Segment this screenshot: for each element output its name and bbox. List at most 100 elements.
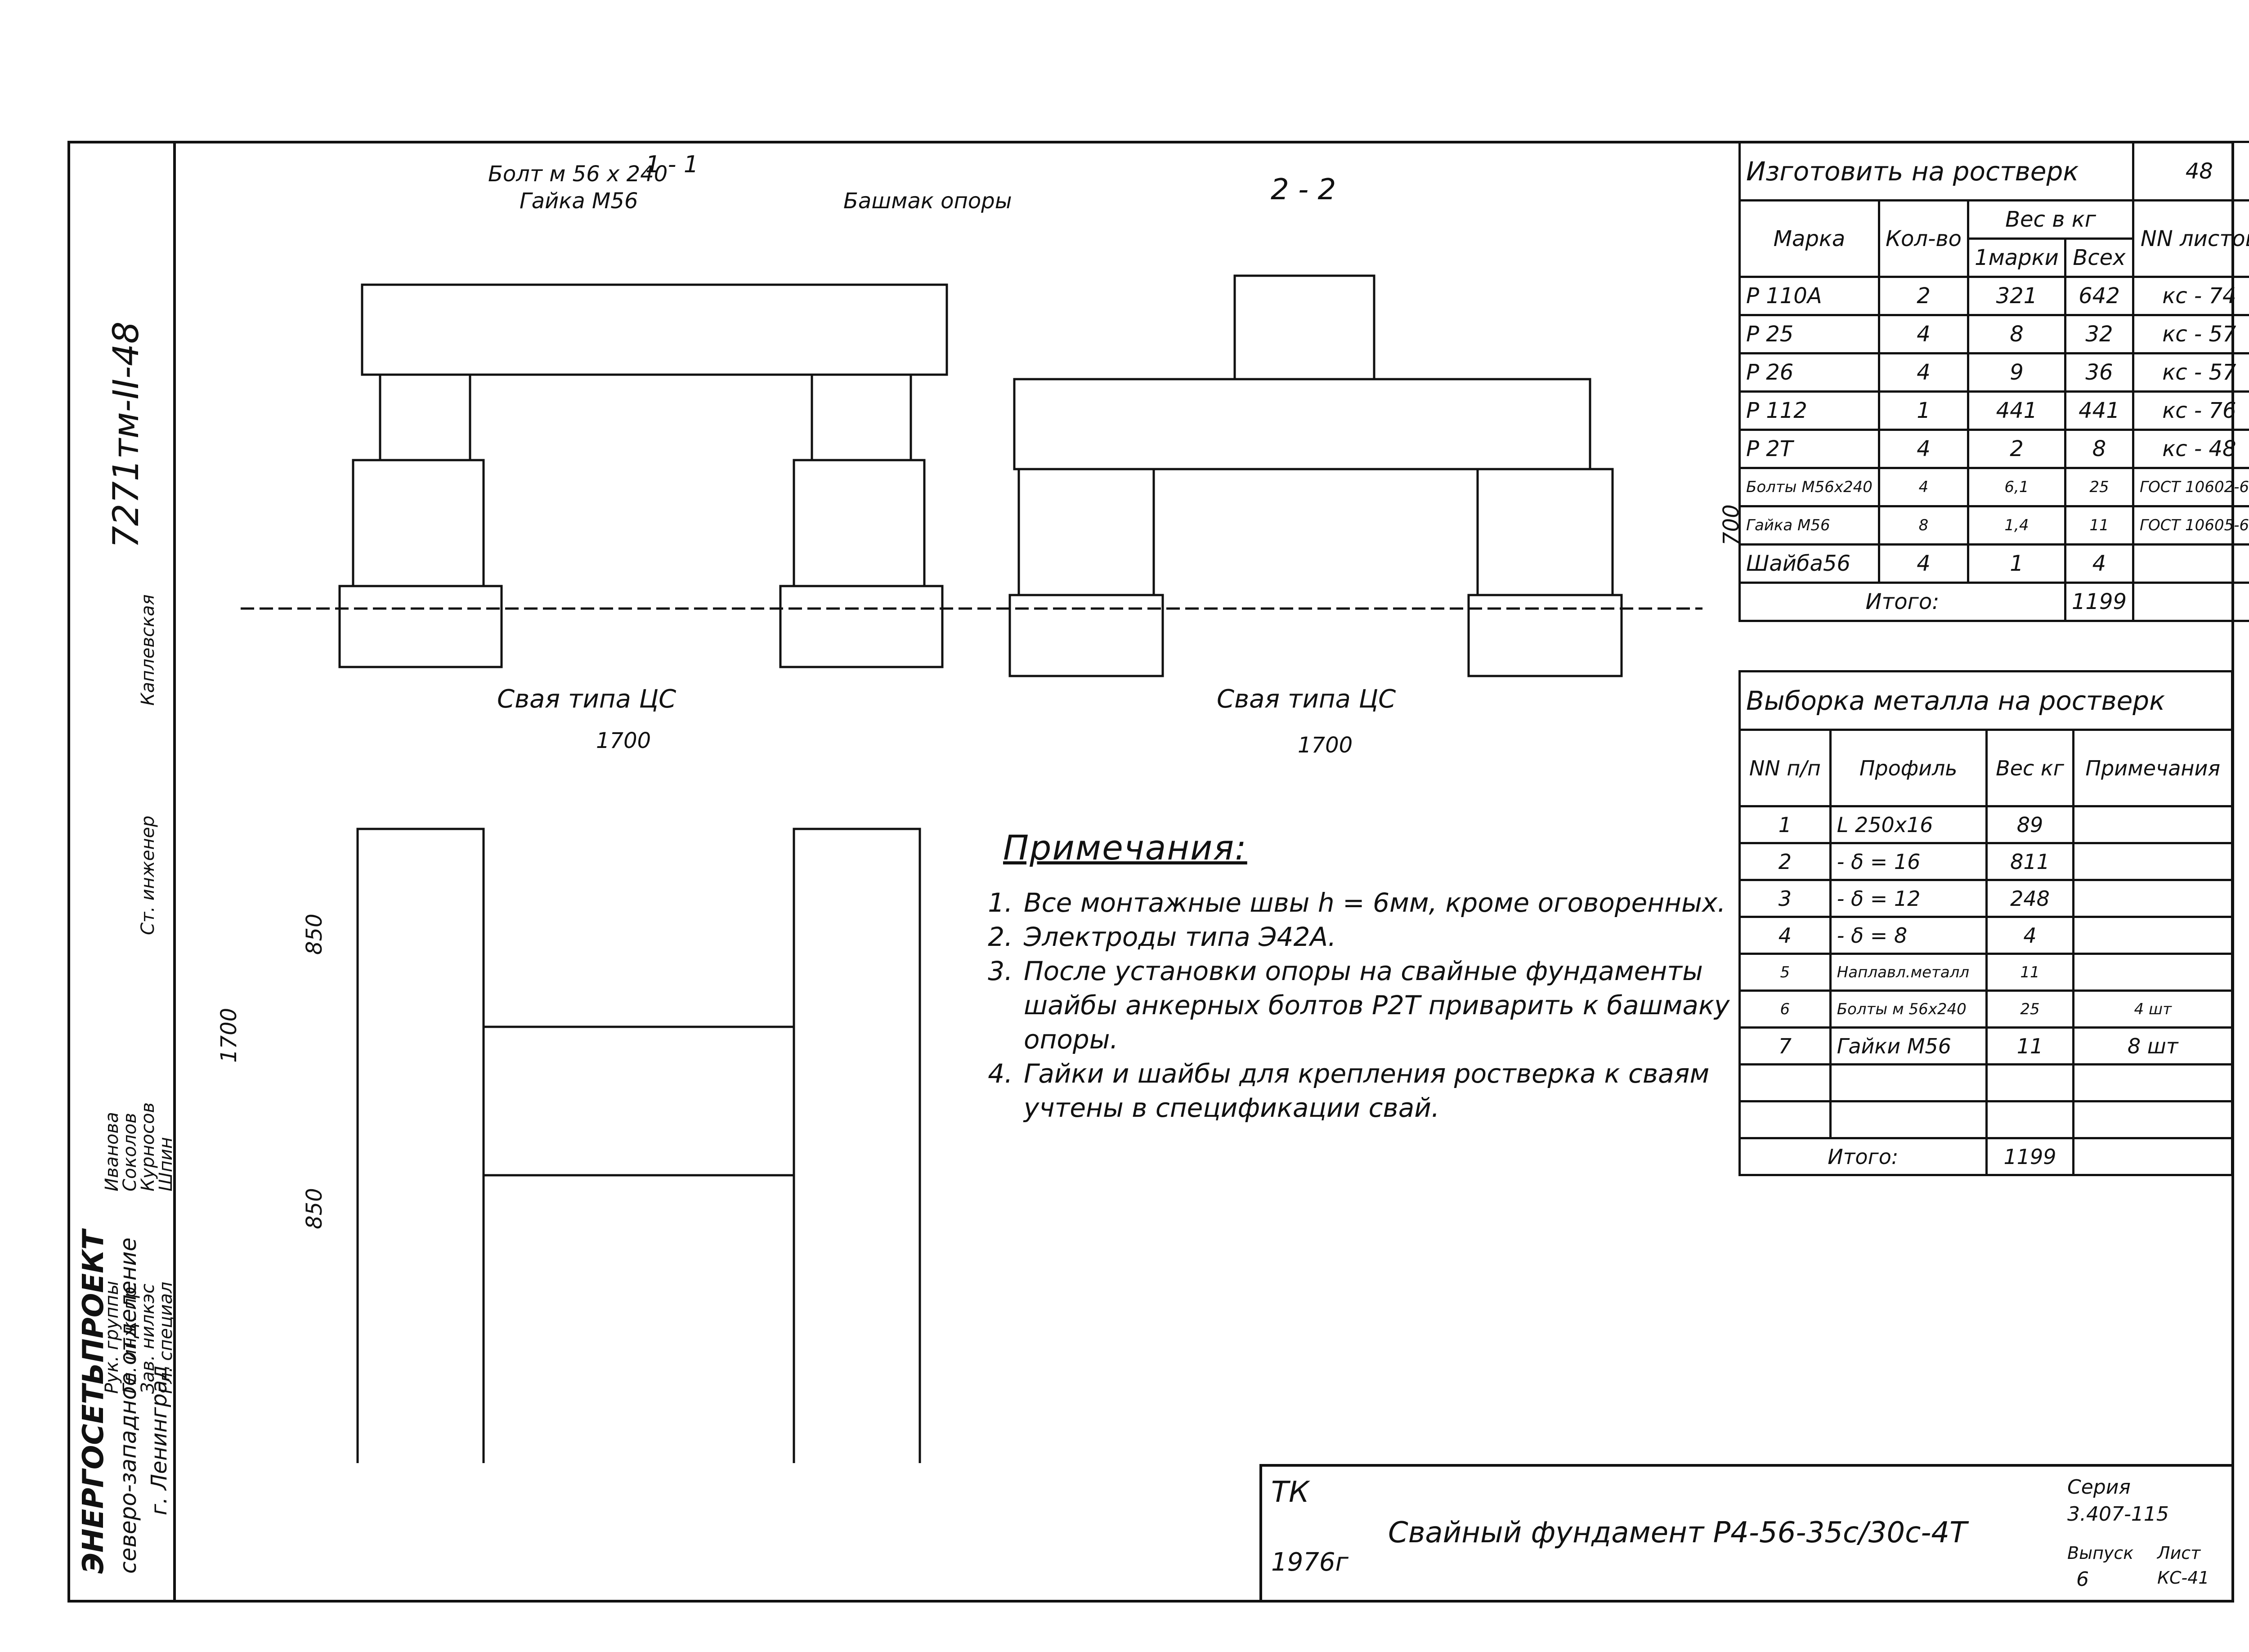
metal-cell (2072, 879, 2233, 918)
spec-cell: 36 (2064, 352, 2135, 393)
spec-cell: 441 (1967, 390, 2066, 431)
spec-cell: 11 (2064, 505, 2135, 546)
spec-total-label: Итого: (1738, 582, 2066, 622)
metal-cell: - δ = 8 (1829, 916, 1988, 955)
dimension-label: 1700 (216, 1008, 242, 1063)
spec-cell: Шайба56 (1738, 543, 1880, 584)
spec-cell: кс - 76 (2132, 390, 2249, 431)
spec-cell: кс - 48 (2132, 429, 2249, 469)
metal-cell: 4 шт (2072, 989, 2233, 1029)
metal-cell: Болты м 56х240 (1829, 989, 1988, 1029)
metal-cell: 6 (1738, 989, 1832, 1029)
spec-cell: 4 (1877, 467, 1970, 507)
title-year: 1976г (1271, 1548, 1349, 1577)
note-item: Гайки и шайбы для крепления ростверка к … (1021, 1057, 1736, 1125)
signature-role: Ст. инженер (138, 815, 158, 935)
signature-name: Соколов (120, 1113, 140, 1191)
spec-cell: 2 (1967, 429, 2066, 469)
dimension-label: 850 (302, 1188, 327, 1229)
title-code: ТК (1271, 1476, 1309, 1509)
drawing-schematic: Болт м 56 х 240 Гайка М56 1 - 1 Башмак о… (216, 151, 1738, 1463)
metal-cell: 2 (1738, 842, 1832, 881)
section-2-2-label: 2 - 2 (1271, 173, 1336, 206)
spec-cell: кс - 57 (2132, 314, 2249, 354)
left-stamp: ЭНЕРГОСЕТЬПРОЕКТ северо-западное отделен… (67, 141, 176, 1603)
metal-cell: 1 (1738, 805, 1832, 844)
spec-cell: P 110A (1738, 276, 1880, 316)
spec-cell: 9 (1967, 352, 2066, 393)
series-value: 3.407-115 (2067, 1503, 2169, 1526)
spec-table-title: Изготовить на ростверк (1738, 141, 2135, 201)
drawing-frame (173, 141, 2234, 1603)
spec-table: Изготовить на ростверк 48 Марка Кол-во В… (1738, 141, 2249, 622)
metal-cell: 11 (1985, 953, 2075, 992)
plan-view: 1700 850 850 (216, 828, 921, 1463)
spec-cell: 8 (2064, 429, 2135, 469)
nut-label: Гайка М56 (520, 188, 638, 214)
spec-total-value: 1199 (2064, 582, 2135, 622)
metal-cell: 4 (1738, 916, 1832, 955)
spec-cell: 8 (1967, 314, 2066, 354)
title-block: ТК 1976г Свайный фундамент Р4-56-35с/30с… (1259, 1464, 2234, 1603)
spec-cell: 441 (2064, 390, 2135, 431)
metal-cell: Гайки М56 (1829, 1026, 1988, 1066)
header-mark: Марка (1738, 199, 1880, 278)
spec-cell: 4 (1877, 352, 1970, 393)
elevation-1-1: Болт м 56 х 240 Гайка М56 1 - 1 Башмак о… (241, 151, 1702, 753)
spec-cell: Гайка М56 (1738, 505, 1880, 546)
spec-cell: 6,1 (1967, 467, 2066, 507)
metal-cell: L 250х16 (1829, 805, 1988, 844)
metal-cell: 811 (1985, 842, 2075, 881)
spec-cell: 4 (1877, 429, 1970, 469)
issue-value: 6 (2076, 1568, 2089, 1591)
metal-total-value: 1199 (1985, 1137, 2075, 1176)
spec-cell: ГОСТ 10602-63 (2132, 467, 2249, 507)
sheet-value: КС-41 (2157, 1568, 2209, 1588)
spec-cell: 1 (1877, 390, 1970, 431)
metal-cell: 3 (1738, 879, 1832, 918)
issue-label: Выпуск (2067, 1543, 2134, 1563)
spec-cell: кс - 74 (2132, 276, 2249, 316)
spec-cell: 321 (1967, 276, 2066, 316)
spec-cell: 4 (1877, 543, 1970, 584)
spec-cell: 4 (2064, 543, 2135, 584)
metal-cell: 248 (1985, 879, 2075, 918)
metal-cell (2072, 805, 2233, 844)
notes-list: Все монтажные швы h = 6мм, кроме оговоре… (972, 886, 1736, 1125)
support-shoe-label: Башмак опоры (843, 188, 1012, 214)
spec-cell: 25 (2064, 467, 2135, 507)
spec-cell: P 2T (1738, 429, 1880, 469)
header-notes: Примечания (2072, 729, 2233, 807)
dimension-label: 1700 (1298, 733, 1353, 758)
section-1-label: 1 - 1 (645, 151, 699, 178)
signature-name: Каплевская (138, 594, 158, 706)
header-num: NN п/п (1738, 729, 1832, 807)
header-weight: Вес кг (1985, 729, 2075, 807)
metal-total-label: Итого: (1738, 1137, 1988, 1176)
notes-block: Примечания: Все монтажные швы h = 6мм, к… (972, 828, 1736, 1125)
metal-cell: 89 (1985, 805, 2075, 844)
spec-cell (2132, 543, 2249, 584)
pile-type-label: Свая типа ЦС (497, 685, 676, 714)
header-weight: Вес в кг (1967, 199, 2135, 240)
spec-cell: P 26 (1738, 352, 1880, 393)
header-sheets: NN листов (2132, 199, 2249, 278)
spec-cell: P 25 (1738, 314, 1880, 354)
spec-sheet-number: 48 (2132, 141, 2249, 201)
metal-cell: 5 (1738, 953, 1832, 992)
metal-cell: 8 шт (2072, 1026, 2233, 1066)
spec-cell: P 112 (1738, 390, 1880, 431)
spec-cell: 1 (1967, 543, 2066, 584)
spec-cell: 8 (1877, 505, 1970, 546)
bolt-label: Болт м 56 х 240 (488, 161, 668, 187)
signature-role: Гл. инж. пр. (120, 1280, 140, 1394)
header-total: Всех (2064, 237, 2135, 278)
note-item: Все монтажные швы h = 6мм, кроме оговоре… (1021, 886, 1736, 920)
metal-table: Выборка металла на ростверк NN п/п Профи… (1738, 670, 2233, 1176)
header-qty: Кол-во (1877, 199, 1970, 278)
dimension-label: 700 (1719, 504, 1738, 546)
spec-cell: 2 (1877, 276, 1970, 316)
series-label: Серия (2067, 1476, 2131, 1499)
spec-cell: Болты М56х240 (1738, 467, 1880, 507)
spec-cell: кс - 57 (2132, 352, 2249, 393)
